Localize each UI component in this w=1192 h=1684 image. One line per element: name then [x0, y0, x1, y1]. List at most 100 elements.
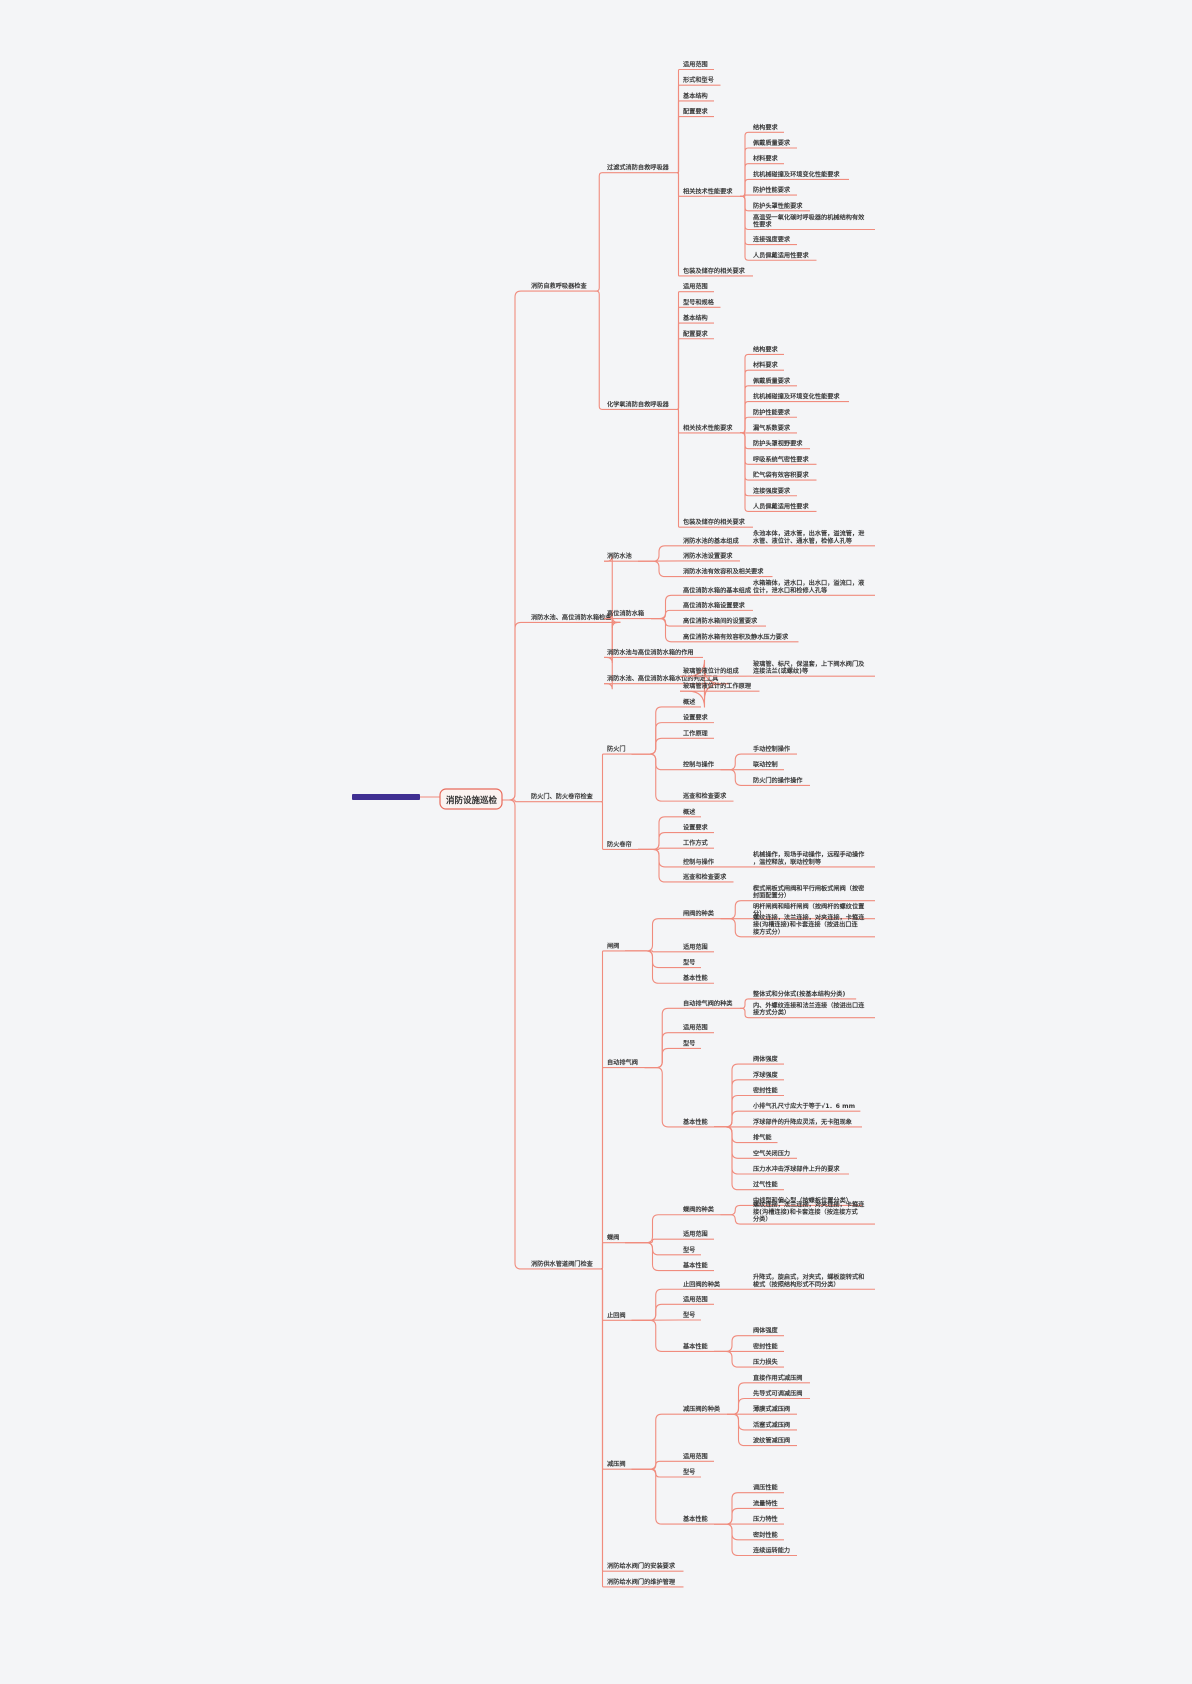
node-root-3[interactable]: 消防供水管道阀门检查	[528, 1260, 601, 1270]
node-root-1-2[interactable]: 消防水池与高位消防水箱的作用	[604, 648, 703, 659]
node-root-3-4-2[interactable]: 型号	[680, 1468, 701, 1478]
node-root-2-1-4[interactable]: 巡查和检查要求	[680, 873, 734, 883]
node-root-1-1-3[interactable]: 高位消防水箱有效容积及静水压力要求	[680, 633, 799, 643]
node-root-0-0-4[interactable]: 相关技术性能要求	[680, 187, 740, 197]
node-root-3-2[interactable]: 蝶阀	[604, 1234, 625, 1244]
node-root-3-1-3-5[interactable]: 排气能	[750, 1134, 778, 1144]
node-root-0-1-2[interactable]: 基本结构	[680, 314, 714, 324]
node-root-0-1-4-3[interactable]: 抗机械碰撞及环境变化性能要求	[750, 393, 849, 403]
node-root-2-0-0[interactable]: 概述	[680, 698, 701, 708]
node-root-1-1[interactable]: 高位消防水箱	[604, 610, 651, 620]
node-root-3-1-3-6[interactable]: 空气关闭压力	[750, 1149, 797, 1159]
node-root-3-4-3-4[interactable]: 连续运转能力	[750, 1547, 797, 1557]
node-root-3-3-3-1[interactable]: 密封性能	[750, 1342, 784, 1352]
node-root-0-1-4-8[interactable]: 贮气袋有效容积要求	[750, 471, 817, 481]
node-root-2-0[interactable]: 防火门	[604, 745, 632, 755]
node-root-3-3[interactable]: 止回阀	[604, 1311, 632, 1321]
node-root-3-1-3-4[interactable]: 浮球部件的升降应灵活，无卡阻现象	[750, 1118, 862, 1128]
node-root-3-4-1[interactable]: 适用范围	[680, 1452, 714, 1462]
node-root-0-1[interactable]: 化学氧消防自救呼吸器	[604, 400, 677, 410]
node-root-0-1-4-6[interactable]: 防护头罩视野要求	[750, 440, 810, 450]
node-root-3-4-3-1[interactable]: 流量特性	[750, 1499, 784, 1509]
node-root-2-0-1[interactable]: 设置要求	[680, 714, 714, 724]
node-root-0-0-4-5[interactable]: 防护头罩性能要求	[750, 202, 810, 212]
node-root-0-0-4-1[interactable]: 佩戴质量要求	[750, 139, 797, 149]
node-root-3-4-3[interactable]: 基本性能	[680, 1515, 714, 1525]
node-root-3-4-3-2[interactable]: 压力特性	[750, 1515, 784, 1525]
node-root-3-3-0[interactable]: 止回阀的种类	[680, 1280, 727, 1290]
node-root-2-0-3-2[interactable]: 防火门的操作操作	[750, 776, 810, 786]
node-root-0-0-0[interactable]: 适用范围	[680, 61, 714, 71]
node-root-0-0-1[interactable]: 形式和型号	[680, 76, 721, 86]
node-root-2-1[interactable]: 防火卷帘	[604, 840, 638, 850]
node-root-0-0-2[interactable]: 基本结构	[680, 92, 714, 102]
node-root-0-0-4-3[interactable]: 抗机械碰撞及环境变化性能要求	[750, 170, 849, 180]
node-root-3-1-0-0[interactable]: 整体式和分体式(按基本结构分类)	[750, 990, 857, 1000]
node-root-3-1-3-1[interactable]: 浮球强度	[750, 1071, 784, 1081]
node-root-2-0-2[interactable]: 工作原理	[680, 729, 714, 739]
node-root-0-1-4-2[interactable]: 佩戴质量要求	[750, 377, 797, 387]
node-root-3-4-0-2[interactable]: 薄膜式减压阀	[750, 1405, 797, 1415]
node-root-0-0[interactable]: 过滤式消防自救呼吸器	[604, 164, 677, 174]
node-root-3-1-3-3[interactable]: 小排气孔尺寸应大于等于√1．6 mm	[750, 1102, 861, 1112]
node-root-0-1-4-10[interactable]: 人员佩戴适用性要求	[750, 502, 817, 513]
node-root-3-4-0-3[interactable]: 活塞式减压阀	[750, 1421, 797, 1431]
node-root-0-1-5[interactable]: 包装及储存的相关要求	[680, 518, 753, 528]
node-root-3-2-0-0[interactable]: 中线型和偏心型（按蝶板位置分类）	[750, 1196, 862, 1206]
node-root-3-3-1[interactable]: 适用范围	[680, 1295, 714, 1305]
node-root-0-1-1[interactable]: 型号和规格	[680, 298, 721, 308]
node-root-3-4-3-3[interactable]: 密封性能	[750, 1531, 784, 1541]
node-root-3-4[interactable]: 减压阀	[604, 1460, 632, 1470]
node-root-0-0-4-4[interactable]: 防护性能要求	[750, 186, 797, 196]
node-root-3-4-3-0[interactable]: 调压性能	[750, 1484, 784, 1494]
node-root-2-1-3-0[interactable]: 机械操作，现场手动操作，远程手动操作，温控释放，联动控制等	[750, 851, 875, 868]
node-root-3-0-0[interactable]: 闸阀的种类	[680, 910, 721, 920]
node-root-0-0-3[interactable]: 配置要求	[680, 108, 714, 118]
node-root-0-0-4-8[interactable]: 人员佩戴适用性要求	[750, 251, 817, 261]
node-root-0-0-4-7[interactable]: 连接强度要求	[750, 236, 797, 246]
node-root-0-1-4[interactable]: 相关技术性能要求	[680, 424, 740, 434]
node-root-0-1-3[interactable]: 配置要求	[680, 330, 714, 340]
node-root-2-0-3[interactable]: 控制与操作	[680, 761, 721, 771]
node-root-2-1-3[interactable]: 控制与操作	[680, 858, 721, 868]
node-root-3-0-1[interactable]: 适用范围	[680, 943, 714, 953]
node-root-2[interactable]: 防火门、防火卷帘检查	[528, 793, 601, 803]
node-root-3-3-3-0[interactable]: 阀体强度	[750, 1327, 784, 1337]
node-root-0[interactable]: 消防自救呼吸器检查	[528, 282, 595, 292]
node-root-2-1-1[interactable]: 设置要求	[680, 824, 714, 834]
node-root-3-4-0-1[interactable]: 先导式可调减压阀	[750, 1390, 810, 1400]
node-root-3-4-0-4[interactable]: 波纹管减压阀	[750, 1437, 797, 1447]
node-root-3-4-0[interactable]: 减压阀的种类	[680, 1405, 727, 1415]
node-root-3-4-0-0[interactable]: 直接作用式减压阀	[750, 1374, 810, 1384]
node-root-0-1-4-0[interactable]: 结构要求	[750, 345, 784, 356]
node-root-3-3-2[interactable]: 型号	[680, 1311, 701, 1321]
node-root-1-0-2[interactable]: 消防水池有效容积及相关要求	[680, 568, 773, 578]
node-root-3-3-3-2[interactable]: 压力损失	[750, 1358, 784, 1368]
root-node[interactable]: 消防设施巡检	[439, 788, 503, 810]
node-root-3-2-1[interactable]: 适用范围	[680, 1230, 714, 1240]
node-root-1-0-0[interactable]: 消防水池的基本组成	[680, 537, 747, 547]
node-root-0-0-5[interactable]: 包装及储存的相关要求	[680, 267, 753, 277]
node-root-0-1-4-7[interactable]: 呼吸系统气密性要求	[750, 455, 817, 465]
node-root-1-3-0[interactable]: 玻璃管液位计的组成	[680, 667, 747, 677]
node-root-3-2-2[interactable]: 型号	[680, 1246, 701, 1256]
node-root-1-1-0[interactable]: 高位消防水箱的基本组成	[680, 586, 760, 596]
node-root-1-0[interactable]: 消防水池	[604, 552, 638, 562]
node-root-0-1-4-4[interactable]: 防护性能要求	[750, 408, 797, 418]
node-root-2-1-0[interactable]: 概述	[680, 808, 701, 818]
node-root-3-1[interactable]: 自动排气阀	[604, 1059, 645, 1069]
node-root-3-1-0[interactable]: 自动排气阀的种类	[680, 999, 740, 1009]
node-root-3-1-2[interactable]: 型号	[680, 1039, 701, 1049]
node-root-2-0-3-1[interactable]: 联动控制	[750, 761, 784, 771]
node-root-1-1-1[interactable]: 高位消防水箱设置要求	[680, 601, 753, 611]
node-root-2-0-3-0[interactable]: 手动控制操作	[750, 745, 797, 755]
root-node-box[interactable]	[439, 788, 503, 810]
node-root-1-3-1[interactable]: 玻璃管液位计的工作原理	[680, 682, 760, 692]
node-root-3-6[interactable]: 消防给水阀门的维护管理	[604, 1578, 684, 1588]
node-root-1-0-0-0[interactable]: 永池本体，进水管，出水管，溢流管，泄水管、液位计、通水管，检修人孔等	[750, 530, 875, 547]
node-root-1-1-2[interactable]: 高位消防水箱间的设置要求	[680, 617, 766, 627]
